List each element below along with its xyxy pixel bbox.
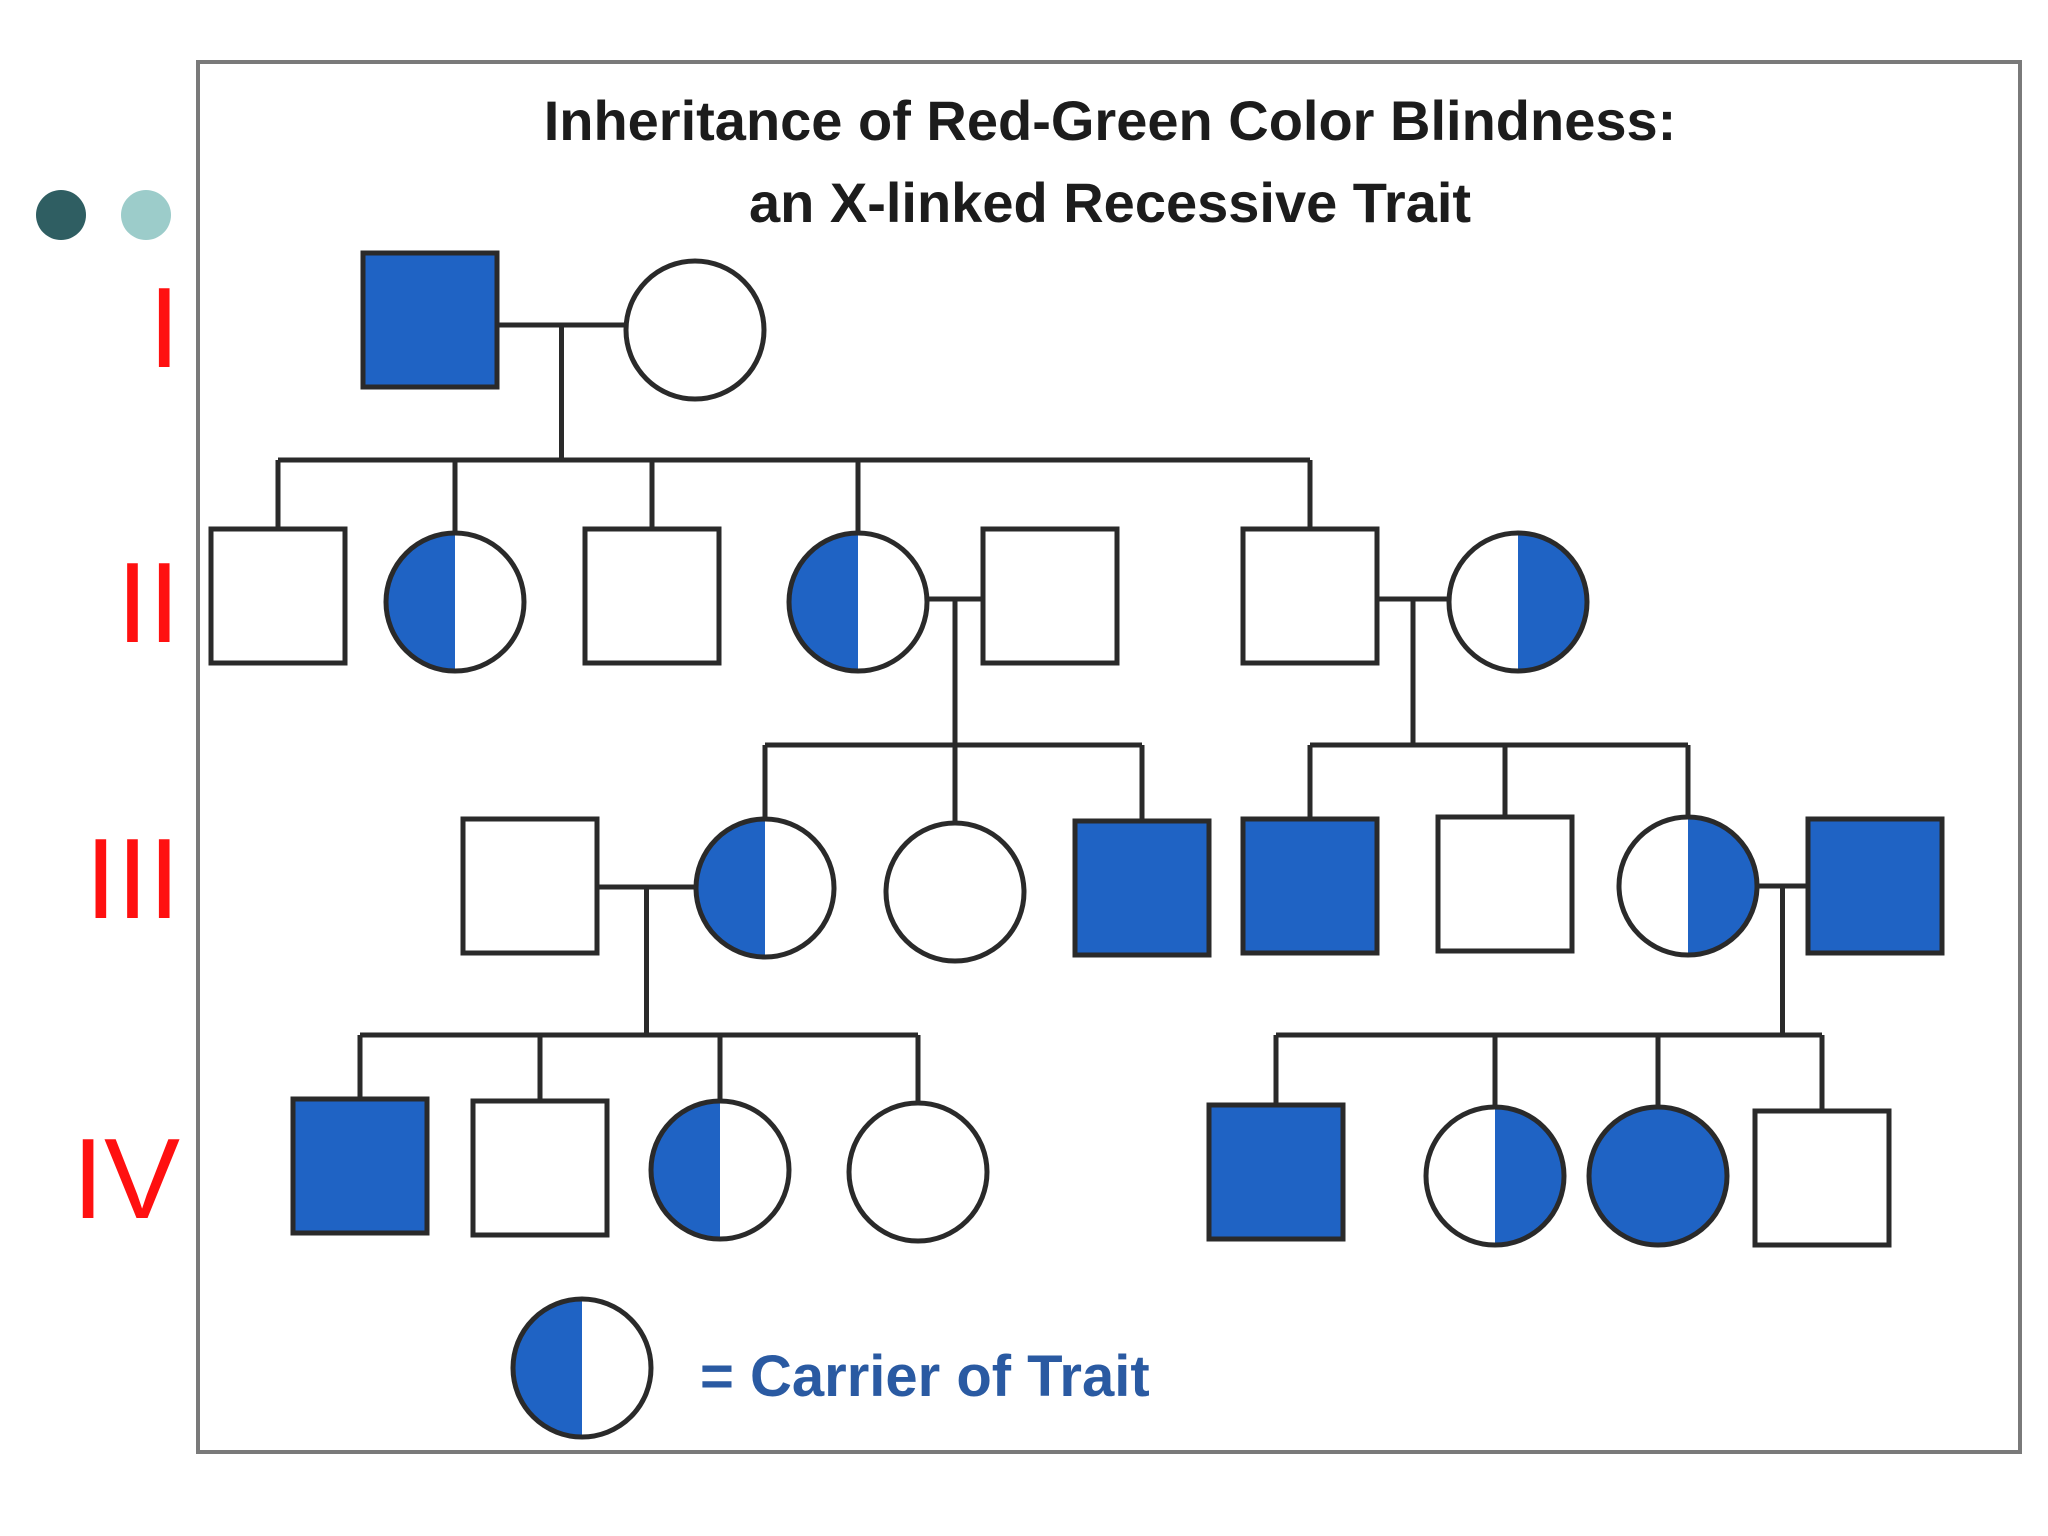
- female-circle-outline: [1446, 530, 1590, 674]
- carrier-half-fill: [789, 533, 858, 671]
- female-circle: [623, 258, 767, 402]
- male-square: [1240, 816, 1380, 956]
- carrier-half-fill: [1495, 1107, 1564, 1245]
- female-circle-outline: [1616, 814, 1760, 958]
- male-square: [1805, 816, 1945, 956]
- individual-IV-1: [290, 1096, 430, 1236]
- male-square: [470, 1098, 610, 1238]
- individual-III-3: [883, 820, 1027, 964]
- male-square: [1435, 814, 1575, 954]
- individual-III-7: [1616, 814, 1760, 958]
- male-square: [1206, 1102, 1346, 1242]
- legend-carrier-symbol: [510, 1296, 654, 1440]
- individual-II-5: [980, 526, 1120, 666]
- individual-I-2: [623, 258, 767, 402]
- carrier-half-fill: [696, 819, 765, 957]
- female-circle-outline: [648, 1098, 792, 1242]
- individual-IV-2: [470, 1098, 610, 1238]
- individual-IV-6: [1423, 1104, 1567, 1248]
- legend-label: = Carrier of Trait: [700, 1344, 1150, 1409]
- individual-II-4: [786, 530, 930, 674]
- female-circle: [883, 820, 1027, 964]
- individual-IV-3: [648, 1098, 792, 1242]
- individual-III-8: [1805, 816, 1945, 956]
- individual-II-3: [582, 526, 722, 666]
- female-circle: [1586, 1104, 1730, 1248]
- individual-II-1: [208, 526, 348, 666]
- male-square: [1072, 818, 1212, 958]
- individual-III-1: [460, 816, 600, 956]
- female-circle-outline: [1423, 1104, 1567, 1248]
- individual-III-2: [693, 816, 837, 960]
- pedigree-symbols: [208, 250, 1945, 1248]
- female-circle: [846, 1100, 990, 1244]
- generation-label-II: II: [116, 540, 180, 667]
- individual-III-4: [1072, 818, 1212, 958]
- generation-label-III: III: [84, 816, 180, 943]
- legend-carrier-circle: [510, 1296, 654, 1440]
- individual-II-7: [1446, 530, 1590, 674]
- individual-IV-8: [1752, 1108, 1892, 1248]
- diagram-title-line2: an X-linked Recessive Trait: [749, 171, 1471, 234]
- carrier-half-fill: [386, 533, 455, 671]
- carrier-half-fill: [513, 1299, 582, 1437]
- female-circle-outline: [786, 530, 930, 674]
- male-square: [208, 526, 348, 666]
- bullet-dot-dark: [36, 190, 86, 240]
- carrier-half-fill: [651, 1101, 720, 1239]
- individual-II-2: [383, 530, 527, 674]
- individual-III-6: [1435, 814, 1575, 954]
- individual-IV-5: [1206, 1102, 1346, 1242]
- female-circle-outline: [693, 816, 837, 960]
- male-square: [1752, 1108, 1892, 1248]
- individual-I-1: [360, 250, 500, 390]
- diagram-title-line1: Inheritance of Red-Green Color Blindness…: [544, 89, 1677, 152]
- male-square: [582, 526, 722, 666]
- individual-II-6: [1240, 526, 1380, 666]
- carrier-half-fill: [1688, 817, 1757, 955]
- male-square: [360, 250, 500, 390]
- carrier-half-fill: [1518, 533, 1587, 671]
- generation-label-IV: IV: [72, 1116, 180, 1243]
- generation-label-I: I: [148, 265, 180, 392]
- female-circle-outline: [383, 530, 527, 674]
- pedigree-lines: [275, 322, 1825, 1111]
- male-square: [980, 526, 1120, 666]
- individual-III-5: [1240, 816, 1380, 956]
- legend: = Carrier of Trait: [510, 1296, 1150, 1440]
- female-circle-outline: [510, 1296, 654, 1440]
- individual-IV-4: [846, 1100, 990, 1244]
- male-square: [290, 1096, 430, 1236]
- male-square: [1240, 526, 1380, 666]
- bullet-dot-light: [121, 190, 171, 240]
- individual-IV-7: [1586, 1104, 1730, 1248]
- male-square: [460, 816, 600, 956]
